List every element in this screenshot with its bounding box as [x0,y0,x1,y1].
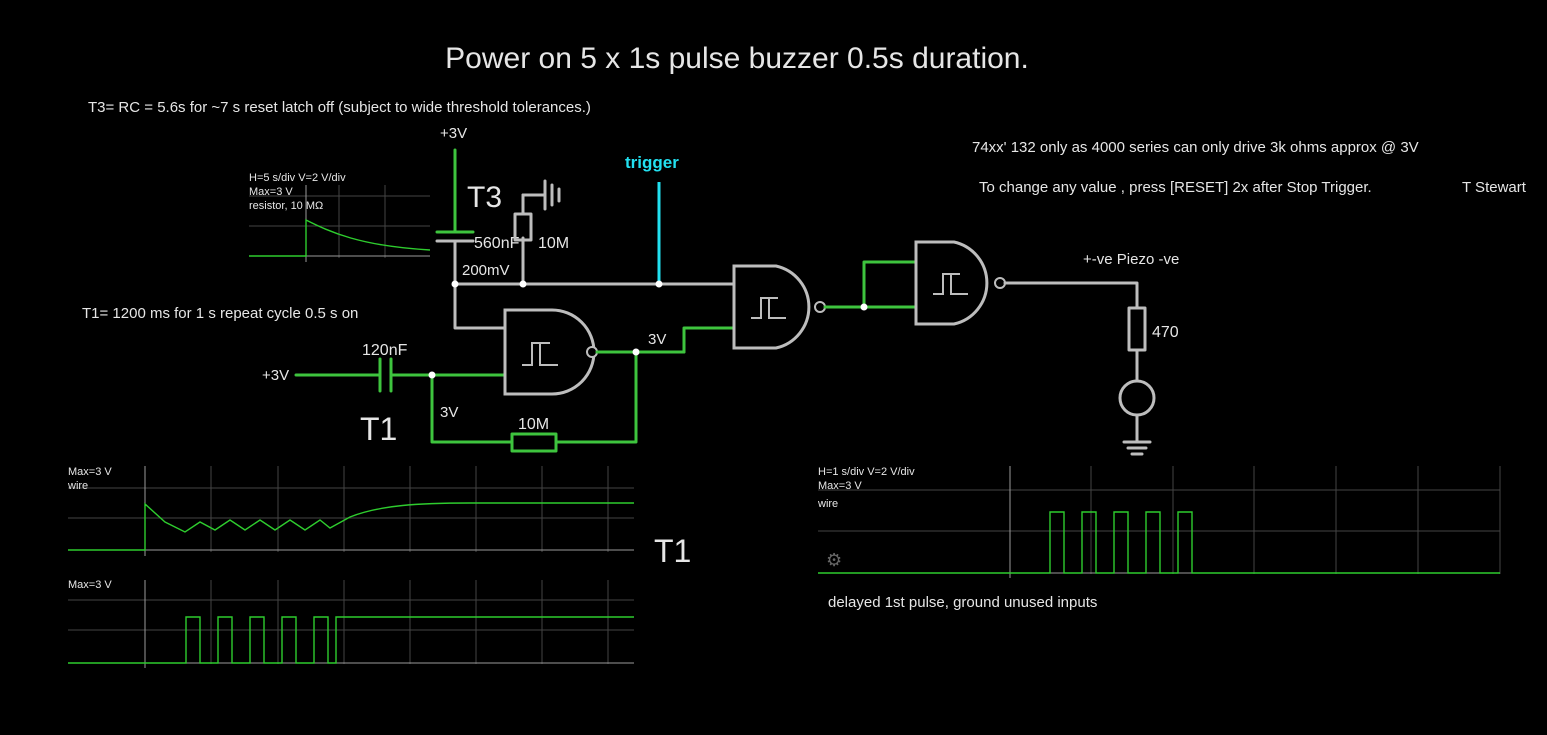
t1-label: T1 [360,411,397,447]
res-470[interactable] [1127,306,1147,352]
t1-note: T1= 1200 ms for 1 s repeat cycle 0.5 s o… [82,305,358,322]
wire-fb-left[interactable] [430,373,514,444]
res-470-label: 470 [1152,324,1179,341]
v-3v-in-label: 3V [440,404,458,421]
wire-t3-to-gate1[interactable] [453,282,507,330]
reset-note: To change any value , press [RESET] 2x a… [979,179,1372,196]
t3-note: T3= RC = 5.6s for ~7 s reset latch off (… [88,99,591,116]
junction-dot [519,280,527,288]
t3-label: T3 [467,181,502,214]
v-200mv-label: 200mV [462,262,510,279]
scope-t3: H=5 s/div V=2 V/div Max=3 V resistor, 10… [249,172,431,262]
series-note: 74xx' 132 only as 4000 series can only d… [972,139,1419,156]
res-10m-fb-label: 10M [518,416,549,433]
scope4-line3: wire [817,498,838,510]
gear-icon[interactable]: ⚙ [826,550,842,570]
scope2-line2: wire [67,480,88,492]
nand-gate-1[interactable] [503,308,596,396]
footer-note: delayed 1st pulse, ground unused inputs [828,594,1097,611]
schmitt-icon [751,297,786,319]
scope2-line1: Max=3 V [68,466,112,478]
scope1-line2: Max=3 V [249,186,293,198]
junction-dot [655,280,663,288]
junction-dot [451,280,459,288]
junction-dot [632,348,640,356]
junction-dot [860,303,868,311]
wire-gate3-out[interactable] [1003,281,1139,310]
piezo-buzzer[interactable] [1118,379,1156,417]
wire-gate3-tie[interactable] [862,260,918,309]
plus3v-top-label: +3V [440,125,467,142]
scope-t1-out: Max=3 V [68,579,634,668]
scope-t1-cap: Max=3 V wire [67,466,634,556]
cap-560-label: 560nF [474,235,520,252]
res-10m-feedback[interactable] [510,432,558,453]
v-3v-out-label: 3V [648,331,666,348]
cap-120-label: 120nF [362,342,408,359]
schmitt-icon [522,342,558,366]
nand-gate-2[interactable] [732,264,811,350]
plus3v-left-label: +3V [262,367,289,384]
schmitt-icon [933,273,968,295]
scope1-line3: resistor, 10 MΩ [249,200,323,212]
piezo-label: +-ve Piezo -ve [1083,251,1179,268]
wire-to-gate2[interactable] [682,326,736,354]
author-label: T Stewart [1462,179,1527,196]
scope-buzzer: H=1 s/div V=2 V/div Max=3 V wire [817,466,1501,578]
trigger-label: trigger [625,153,679,172]
scope4-line2: Max=3 V [818,480,862,492]
wire-fb-right[interactable] [554,350,638,444]
scope3-line1: Max=3 V [68,579,112,591]
page-title: Power on 5 x 1s pulse buzzer 0.5s durati… [445,42,1029,75]
scope1-line1: H=5 s/div V=2 V/div [249,172,346,184]
junction-dot [428,371,436,379]
res-10m-top-label: 10M [538,235,569,252]
t1-scope-label: T1 [654,533,691,569]
scope4-line1: H=1 s/div V=2 V/div [818,466,915,478]
